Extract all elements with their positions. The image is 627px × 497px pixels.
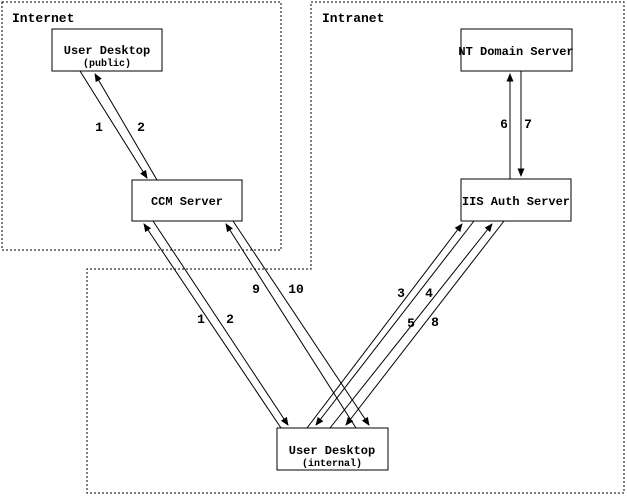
node-nt-domain-server: NT Domain Server — [458, 28, 574, 72]
intranet-zone-boundary — [86, 1, 625, 494]
node-user-desktop-public: User Desktop (public) — [51, 28, 163, 72]
node-user-desktop-public-subtitle: (public) — [83, 58, 131, 70]
arrow-4-iis-auth-server-to-user-desktop-internal — [315, 220, 475, 426]
arrow-label-2-public: 2 — [137, 120, 145, 135]
node-user-desktop-internal: User Desktop (internal) — [276, 427, 389, 471]
arrow-label-6: 6 — [500, 117, 508, 132]
node-iis-auth-server: IIS Auth Server — [460, 178, 572, 222]
arrow-label-4: 4 — [425, 286, 433, 301]
arrow-3-user-desktop-internal-to-iis-auth-server — [306, 223, 463, 429]
intranet-zone-label: Intranet — [322, 11, 384, 26]
arrow-5-user-desktop-internal-to-iis-auth-server — [329, 223, 493, 429]
arrow-label-9: 9 — [252, 282, 260, 297]
node-ccm-server-title: CCM Server — [151, 195, 223, 209]
arrow-label-1-internal: 1 — [197, 312, 205, 327]
arrow-label-10: 10 — [288, 282, 304, 297]
node-user-desktop-internal-title: User Desktop — [289, 444, 375, 458]
arrow-label-1-public: 1 — [95, 120, 103, 135]
node-ccm-server-box — [131, 179, 243, 222]
arrow-label-3: 3 — [397, 286, 405, 301]
internet-zone-boundary — [1, 1, 282, 251]
arrow-1-user-desktop-internal-to-ccm-server — [143, 223, 282, 429]
node-user-desktop-public-title: User Desktop — [64, 44, 150, 58]
arrow-label-5: 5 — [407, 316, 415, 331]
arrow-2-ccm-server-to-user-desktop-internal — [152, 220, 289, 426]
node-iis-auth-server-box — [460, 178, 572, 222]
arrow-label-8: 8 — [431, 315, 439, 330]
arrow-1-user-desktop-public-to-ccm-server — [79, 70, 148, 179]
arrow-label-7: 7 — [524, 117, 532, 132]
node-user-desktop-internal-box — [276, 427, 389, 471]
internet-zone-label: Internet — [12, 11, 74, 26]
node-nt-domain-server-title: NT Domain Server — [458, 45, 573, 59]
node-iis-auth-server-title: IIS Auth Server — [462, 195, 570, 209]
arrow-2-ccm-server-to-user-desktop-public — [94, 73, 158, 181]
node-nt-domain-server-box — [460, 28, 573, 72]
arrow-9-user-desktop-internal-to-ccm-server — [225, 223, 357, 429]
arrow-8-iis-auth-server-to-user-desktop-internal — [345, 220, 505, 426]
node-ccm-server: CCM Server — [131, 179, 243, 222]
arrow-10-ccm-server-to-user-desktop-internal — [232, 220, 370, 426]
arrow-label-2-internal: 2 — [226, 312, 234, 327]
node-user-desktop-public-box — [51, 28, 163, 72]
node-user-desktop-internal-subtitle: (internal) — [302, 458, 362, 470]
